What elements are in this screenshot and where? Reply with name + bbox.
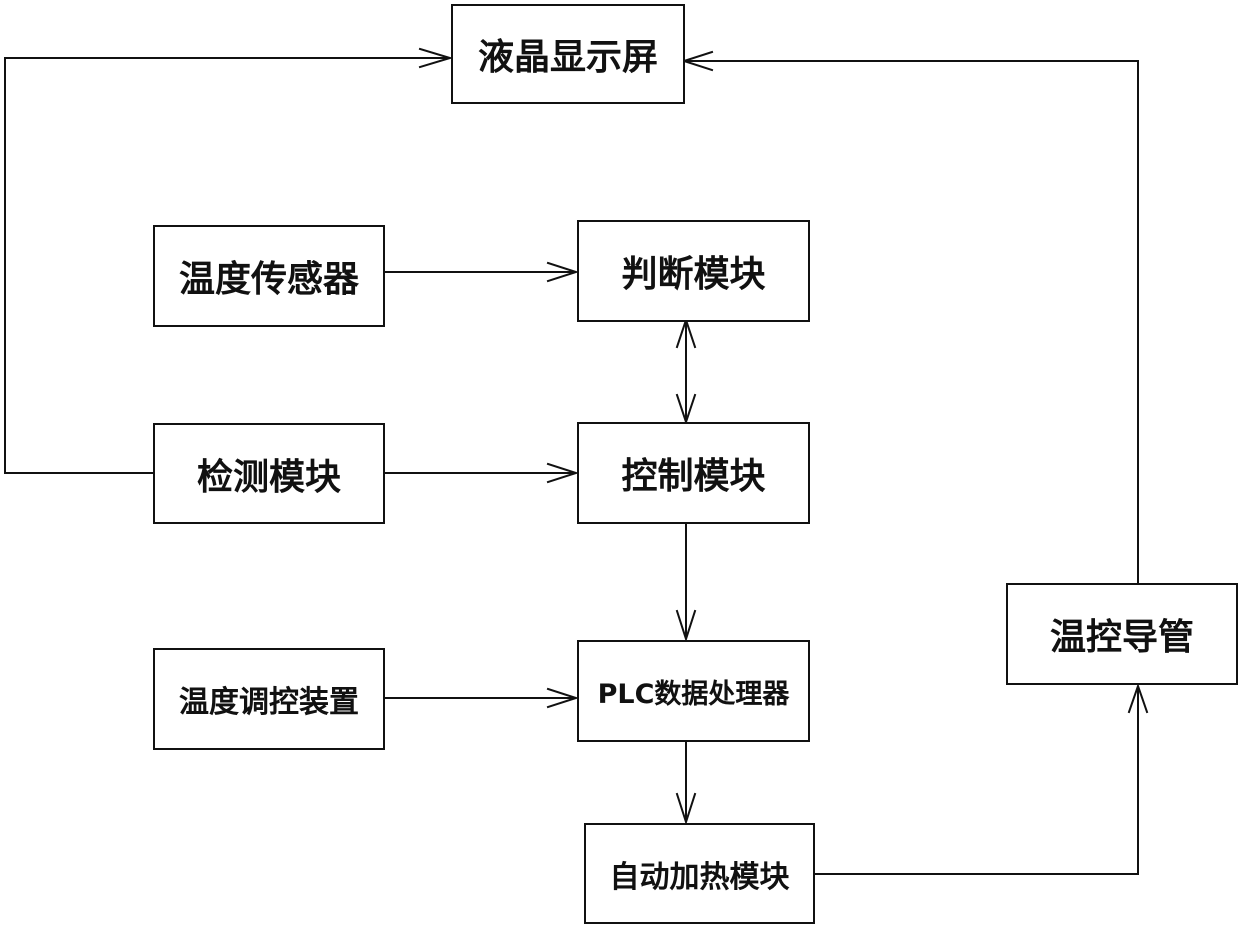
lcd-screen-box: 液晶显示屏 [451,4,685,104]
lcd-screen-label: 液晶显示屏 [478,28,658,80]
temp-sensor-box: 温度传感器 [153,225,385,327]
temp-regulator-box: 温度调控装置 [153,648,385,750]
control-module-label: 控制模块 [621,447,765,499]
temp-pipe-box: 温控导管 [1006,583,1238,685]
detect-module-box: 检测模块 [153,423,385,524]
judge-module-box: 判断模块 [577,220,810,322]
auto-heating-box: 自动加热模块 [584,823,815,924]
temp-regulator-label: 温度调控装置 [179,677,359,721]
temp-sensor-label: 温度传感器 [179,250,359,302]
control-module-box: 控制模块 [577,422,810,524]
judge-module-label: 判断模块 [621,245,765,297]
plc-processor-box: PLC数据处理器 [577,640,810,742]
plc-processor-label: PLC数据处理器 [598,672,790,711]
detect-module-label: 检测模块 [197,448,341,500]
auto-heating-label: 自动加热模块 [610,852,790,896]
edge-heating-to-pipe [815,688,1138,874]
temp-pipe-label: 温控导管 [1050,608,1194,660]
